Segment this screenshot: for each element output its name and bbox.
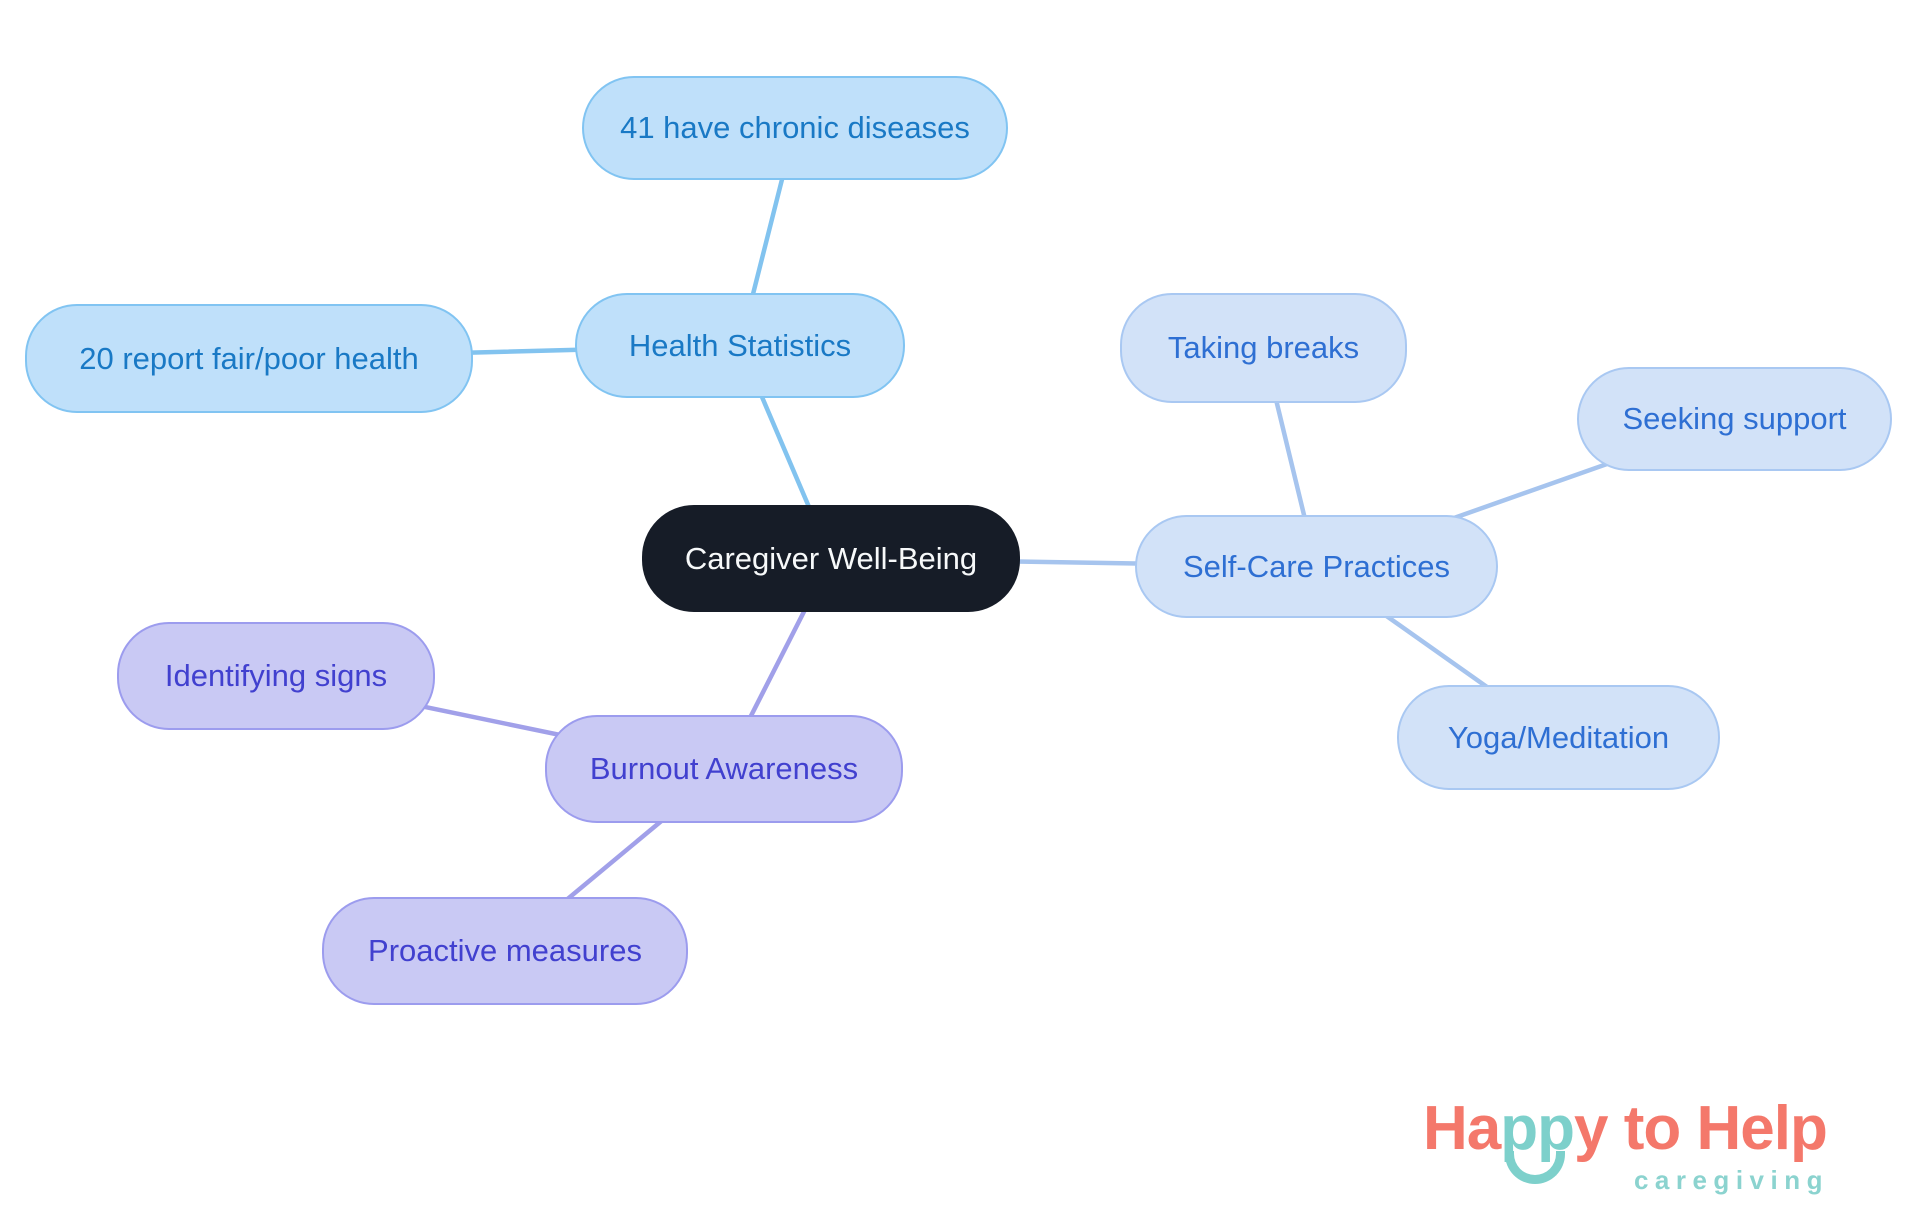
node-chronic-diseases[interactable]: 41 have chronic diseases [582, 76, 1008, 180]
logo-subtitle: caregiving [1633, 1165, 1829, 1196]
smile-icon [1505, 1151, 1566, 1184]
logo-word-ha: Ha [1423, 1094, 1501, 1163]
node-seeking-support[interactable]: Seeking support [1577, 367, 1892, 471]
node-yoga-meditation[interactable]: Yoga/Meditation [1397, 685, 1720, 790]
node-proactive-measures[interactable]: Proactive measures [322, 897, 688, 1005]
logo-word-pp: pp [1500, 1094, 1575, 1184]
node-fair-poor-health[interactable]: 20 report fair/poor health [25, 304, 473, 413]
node-taking-breaks[interactable]: Taking breaks [1120, 293, 1407, 403]
node-burnout-awareness[interactable]: Burnout Awareness [545, 715, 903, 823]
logo-word-rest: y to Help [1574, 1094, 1828, 1163]
node-caregiver-well-being[interactable]: Caregiver Well-Being [642, 505, 1020, 612]
node-self-care-practices[interactable]: Self-Care Practices [1135, 515, 1498, 618]
node-identifying-signs[interactable]: Identifying signs [117, 622, 435, 730]
node-health-statistics[interactable]: Health Statistics [575, 293, 905, 398]
